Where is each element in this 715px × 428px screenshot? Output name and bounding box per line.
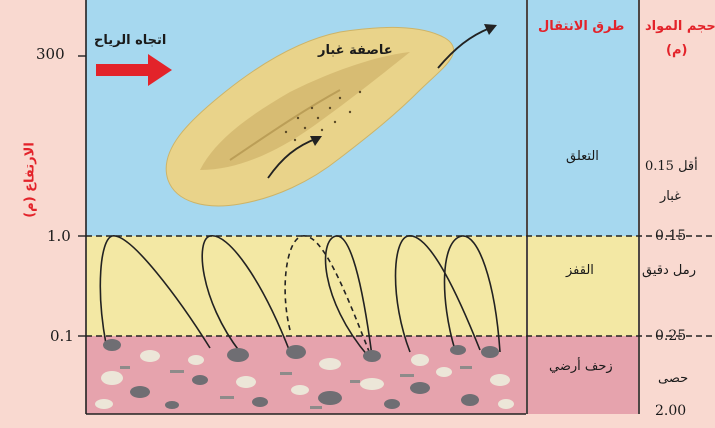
zone-creep-label: زحف أرضي <box>549 360 613 373</box>
tick-label-300: 300 <box>36 47 65 62</box>
dust-storm-label: عاصفة غبار <box>318 44 393 57</box>
size-dust: غبار <box>660 190 681 203</box>
altitude-axis-title: الارتفاع (م) <box>24 142 37 218</box>
size-200: 2.00 <box>655 404 686 418</box>
wind-direction-label: اتجاه الرياح <box>94 34 166 47</box>
size-pebbles: حصى <box>658 372 688 385</box>
zone-saltation-label: القفز <box>566 264 594 277</box>
tick-label-1: 1.0 <box>47 229 71 244</box>
material-size-unit: (م) <box>666 44 687 57</box>
suspension-cell <box>528 0 638 236</box>
saltation-cell <box>528 236 638 336</box>
material-size-header: حجم المواد <box>645 20 715 33</box>
size-025: 0.25 <box>655 329 686 343</box>
transport-methods-header: طرق الانتقال <box>538 20 624 33</box>
size-fine-sand: رمل دقيق <box>642 264 696 277</box>
creep-cell <box>528 336 638 414</box>
size-lt-015: أقل 0.15 <box>645 160 698 173</box>
tick-label-01: 0.1 <box>50 329 74 344</box>
size-015: 0.15 <box>655 229 686 243</box>
saltation-zone <box>86 236 526 336</box>
zone-suspension-label: التعلق <box>566 150 599 163</box>
